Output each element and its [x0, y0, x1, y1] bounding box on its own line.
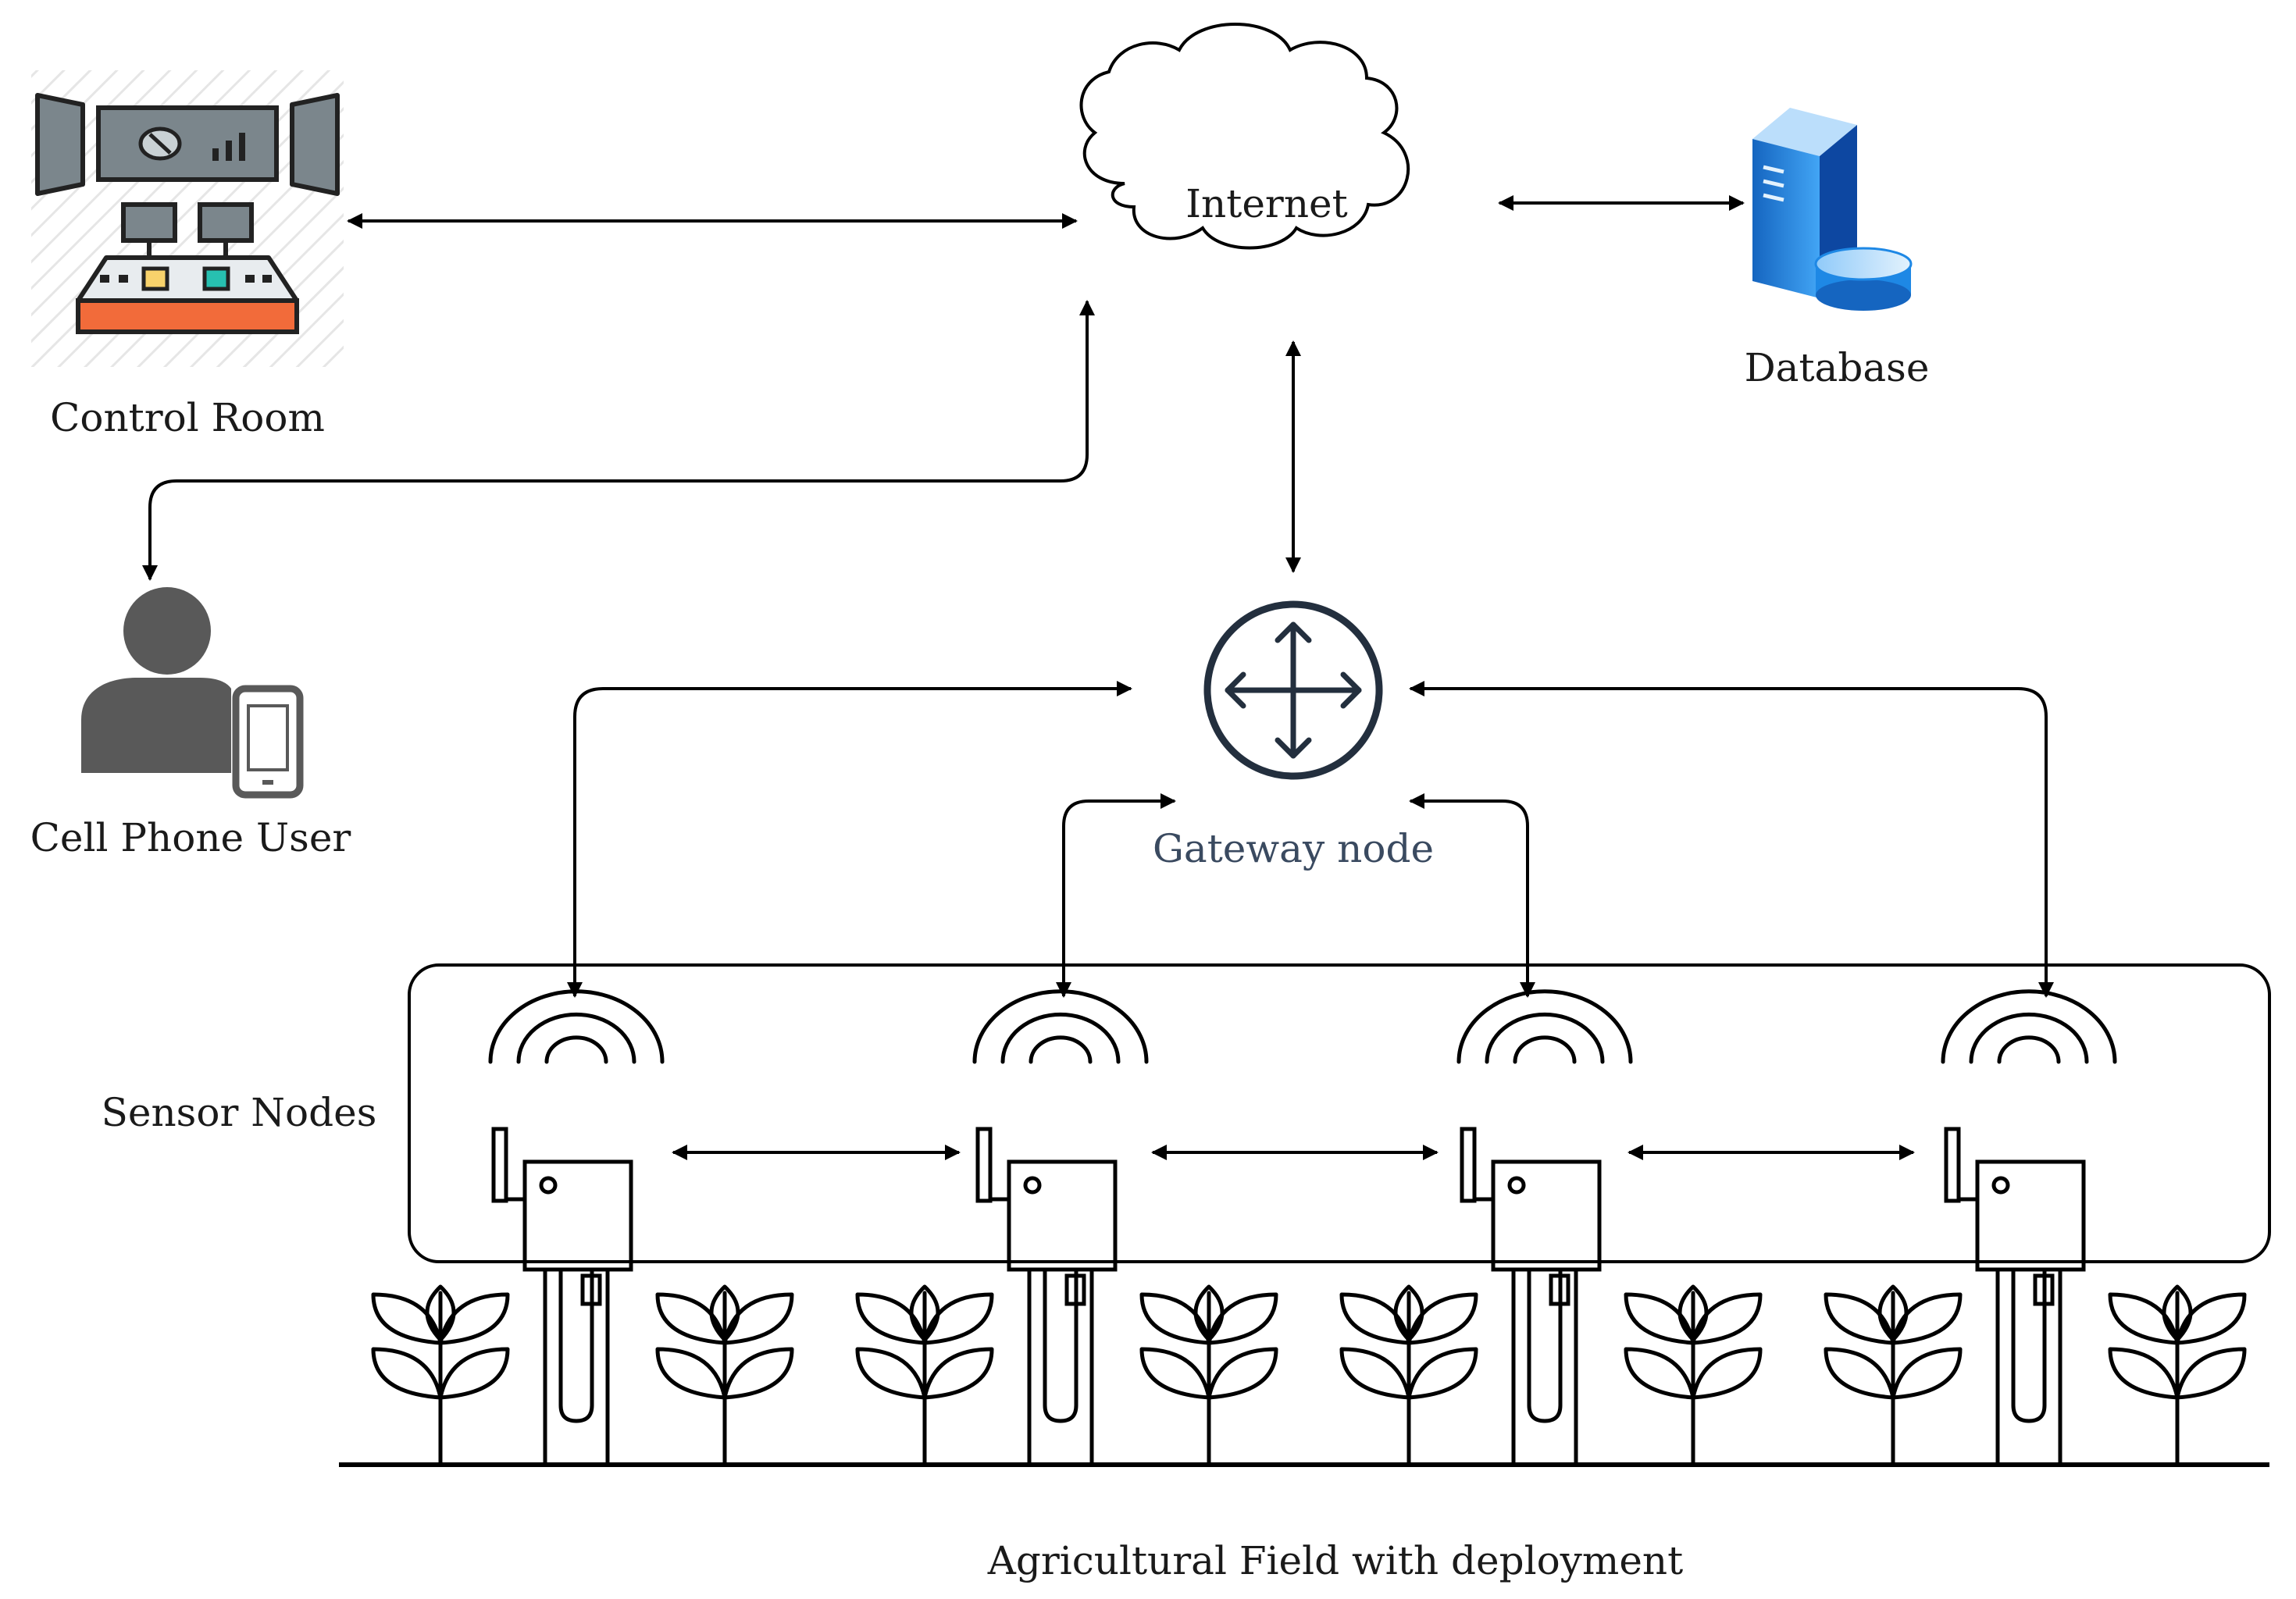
cell-phone-user-label: Cell Phone User [30, 815, 351, 860]
signal-arc [1941, 989, 2117, 1064]
sensor-nodes-group [408, 963, 2271, 1263]
signal-arc [1485, 1012, 1605, 1064]
edge-gateway-sensor-1 [567, 681, 1132, 998]
edge-gateway-sensor-4 [1409, 681, 2054, 998]
sensor-box [522, 1159, 633, 1272]
plant-icon [1139, 1284, 1278, 1467]
gateway-node-label: Gateway node [1153, 826, 1434, 871]
plant-icon [1624, 1284, 1763, 1467]
wireless-sensor-icon [972, 989, 1149, 1465]
field-label: Agricultural Field with deployment [987, 1538, 1683, 1583]
sensor-box [1007, 1159, 1118, 1272]
plant-row [371, 1284, 2247, 1467]
signal-arc [972, 989, 1149, 1064]
plant-icon [371, 1284, 510, 1467]
signal-arc [1456, 989, 1633, 1064]
antenna [491, 1127, 508, 1203]
plant-icon [2108, 1284, 2247, 1467]
database-label: Database [1745, 345, 1930, 390]
sensor-box [1491, 1159, 1602, 1272]
signal-arc [1000, 1012, 1121, 1064]
database-server-icon [1752, 108, 1913, 311]
user-with-phone-icon [81, 587, 304, 799]
plant-icon [1339, 1284, 1478, 1467]
plant-icon [855, 1284, 994, 1467]
signal-arc [544, 1035, 608, 1064]
signal-arc [488, 989, 665, 1064]
wireless-sensor-icon [1456, 989, 1633, 1465]
wireless-sensor-icon [488, 989, 665, 1465]
plant-icon [655, 1284, 794, 1467]
signal-arc [516, 1012, 636, 1064]
router-gateway-icon [1203, 600, 1383, 780]
internet-label: Internet [1185, 181, 1347, 226]
plant-icon [1824, 1284, 1963, 1467]
signal-arc [1029, 1035, 1093, 1064]
signal-arc [1513, 1035, 1577, 1064]
sensor-box [1975, 1159, 2086, 1272]
sensor-led [1991, 1176, 2010, 1195]
antenna [1460, 1127, 1477, 1203]
sensor-nodes-label: Sensor Nodes [102, 1090, 377, 1135]
sensor-led [1507, 1176, 1526, 1195]
cloud-icon [1079, 23, 1410, 250]
sensor-led [539, 1176, 558, 1195]
sensor-row [488, 989, 2117, 1465]
signal-arc [1997, 1035, 2061, 1064]
connection-arrows [142, 195, 2054, 1160]
wireless-sensor-icon [1941, 989, 2117, 1465]
control-room-label: Control Room [50, 395, 325, 440]
antenna [975, 1127, 993, 1203]
edge-internet-cell-phone-user [142, 300, 1095, 581]
control-room-icon [31, 70, 344, 367]
antenna [1944, 1127, 1961, 1203]
signal-arc [1969, 1012, 2089, 1064]
edge-gateway-sensor-2 [1056, 793, 1176, 998]
sensor-led [1023, 1176, 1042, 1195]
